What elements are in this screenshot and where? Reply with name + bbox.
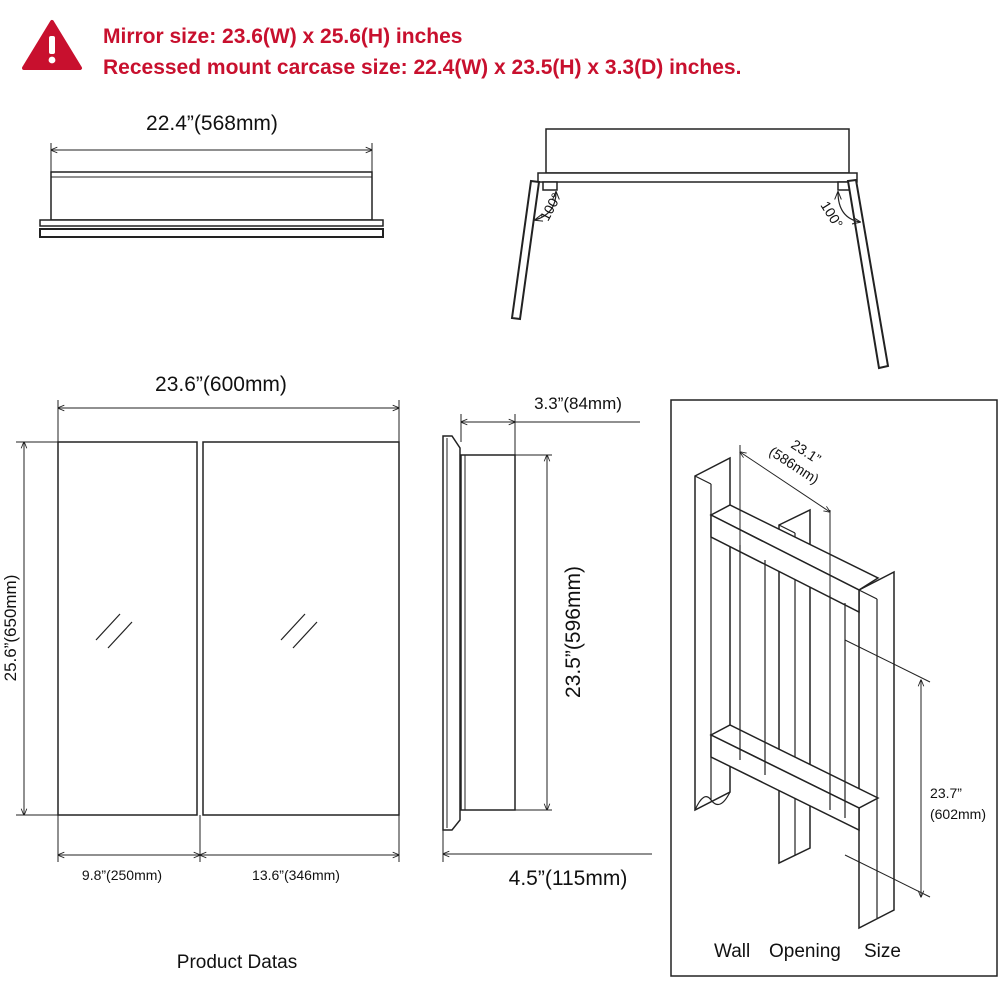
wall-opening-caption-word-1: Wall <box>714 941 750 962</box>
wall-opening-caption-word-3: Size <box>864 941 901 962</box>
warning-triangle-icon <box>22 20 82 70</box>
side-view-drawing: 3.3”(84mm) 23.5”(596mm) 4.5”(115mm) <box>442 394 652 890</box>
carcase-depth-label: 3.3”(84mm) <box>534 394 622 413</box>
right-door-angle-label: 100° <box>817 198 846 231</box>
warning-banner: Mirror size: 23.6(W) x 25.6(H) inches Re… <box>22 20 741 79</box>
product-datas-caption: Product Datas <box>177 952 297 973</box>
opening-height-label-mm: (602mm) <box>930 806 986 822</box>
mirror-height-label: 25.6”(650mm) <box>1 575 20 682</box>
wall-opening-caption-word-2: Opening <box>769 941 841 962</box>
mirror-width-label: 23.6”(600mm) <box>155 373 287 396</box>
carcase-height-label: 23.5”(596mm) <box>562 566 585 698</box>
front-view-drawing: 23.6”(600mm) 25.6”(650mm) 9.8”(250mm) 13… <box>1 373 400 973</box>
left-door-angle-label: 100° <box>537 190 565 223</box>
top-width-label: 22.4”(568mm) <box>146 112 278 135</box>
left-mirror-door <box>57 441 198 816</box>
door-opening-drawing: 100° 100° <box>510 128 890 370</box>
top-view-drawing: 22.4”(568mm) <box>39 112 384 238</box>
wall-opening-drawing: 23.1” (586mm) 23.7” (602mm) Wall Opening… <box>670 399 998 977</box>
opening-height-label-inch: 23.7” <box>930 785 962 801</box>
carcase-size-warning: Recessed mount carcase size: 22.4(W) x 2… <box>103 56 741 79</box>
left-door-width-label: 9.8”(250mm) <box>82 867 162 883</box>
right-door-width-label: 13.6”(346mm) <box>252 867 340 883</box>
total-depth-label: 4.5”(115mm) <box>509 867 628 890</box>
right-mirror-door <box>202 441 400 816</box>
mirror-size-warning: Mirror size: 23.6(W) x 25.6(H) inches <box>103 25 462 48</box>
